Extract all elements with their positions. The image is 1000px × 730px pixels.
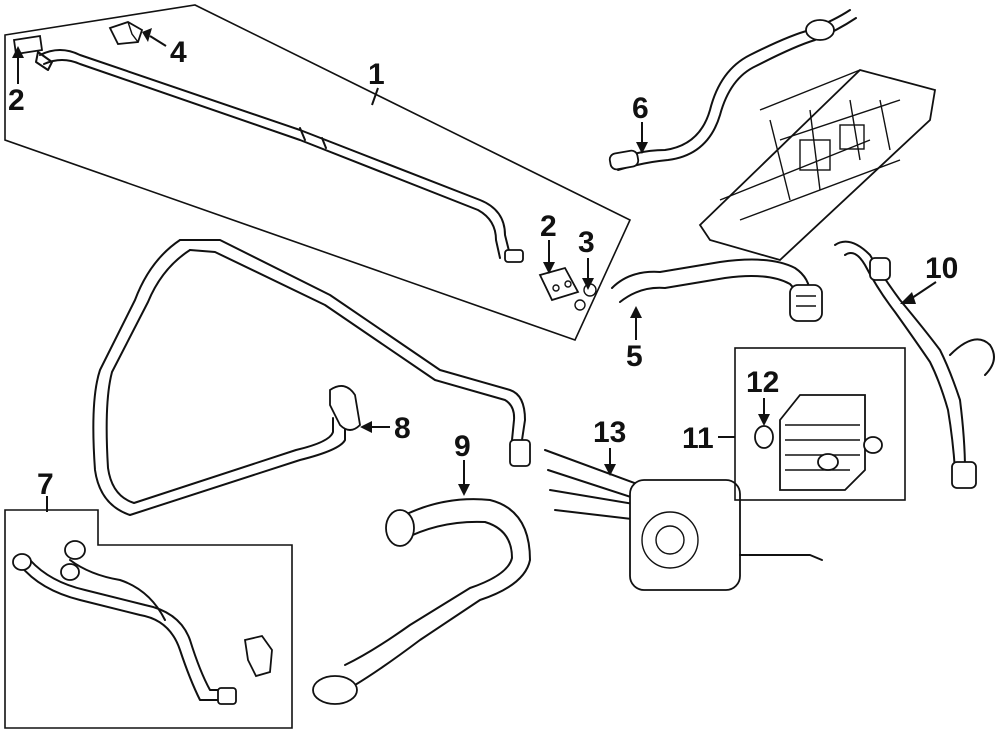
callout-11: 11	[682, 422, 714, 455]
callout-7: 7	[37, 468, 54, 501]
part-11-group-box	[734, 347, 906, 501]
callout-1: 1	[368, 58, 385, 91]
callout-2-right: 2	[540, 210, 557, 243]
part-10-hose	[834, 240, 995, 489]
callout-10: 10	[925, 252, 958, 285]
callout-8: 8	[394, 412, 411, 445]
part-11-cooler	[779, 394, 883, 491]
callout-12: 12	[746, 366, 779, 399]
callout-9: 9	[454, 430, 471, 463]
callout-4: 4	[170, 36, 187, 69]
callout-13: 13	[593, 416, 626, 449]
part-2-clip-left	[12, 34, 44, 56]
part-6-hose	[608, 9, 857, 171]
part-5-hose	[611, 258, 823, 322]
part-3-o-rings	[574, 283, 597, 311]
part-13-pump-assembly	[544, 449, 823, 591]
part-4-sensor	[108, 21, 144, 45]
long-loop-hose	[92, 239, 531, 516]
part-12-seal	[754, 425, 774, 449]
part-1-tube-assembly	[35, 49, 524, 263]
leader-lines	[12, 28, 937, 512]
part-9-hose	[312, 498, 531, 705]
part-2-bracket-right	[538, 266, 580, 302]
callout-3: 3	[578, 226, 595, 259]
part-7-group-box	[4, 509, 293, 729]
part-8-connector	[329, 385, 361, 431]
part-1-group-box	[4, 4, 632, 341]
control-module	[698, 68, 937, 262]
callout-2-left: 2	[8, 84, 25, 117]
callout-5: 5	[626, 340, 643, 373]
callout-6: 6	[632, 92, 649, 125]
part-7-hose-assembly	[12, 540, 273, 705]
